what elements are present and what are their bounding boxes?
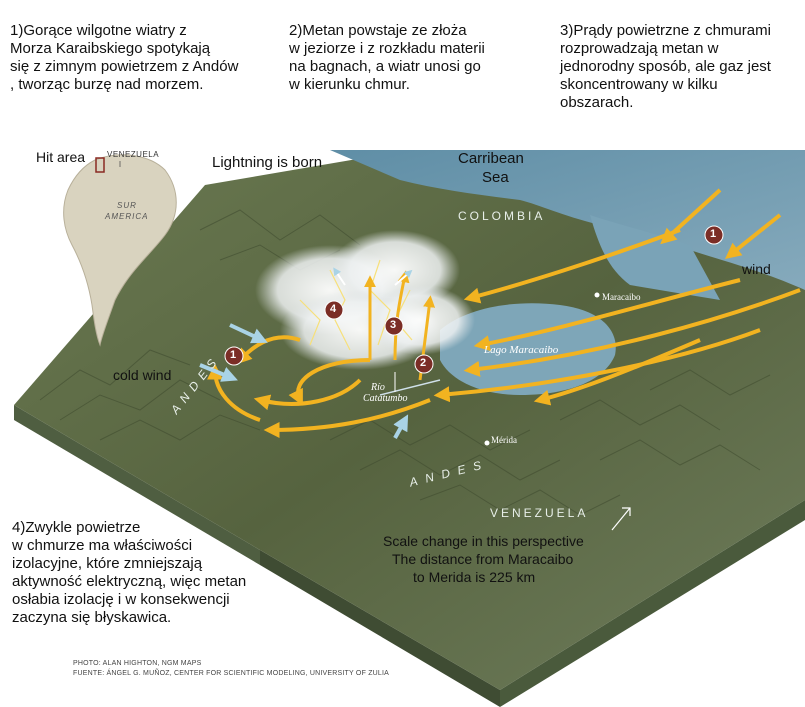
wind-arrows [207, 188, 801, 438]
block-side-front [260, 550, 500, 707]
block-side-left [14, 405, 260, 565]
maracaibo-label: Maracaibo [602, 292, 641, 302]
updraft-2 [393, 270, 410, 361]
carribean-label-1: Carribean [458, 150, 524, 167]
scale-note-2: The distance from Maracaibo [392, 551, 574, 567]
wind-arrow-12 [207, 363, 261, 422]
merida-label: Mérida [491, 435, 517, 445]
wind-arrow-6 [433, 328, 761, 403]
inset-america-label: AMERICA [105, 212, 149, 221]
lago-label: Lago Maracaibo [484, 344, 559, 356]
gulf [590, 215, 720, 300]
cold-arrow-1 [229, 323, 268, 344]
cold-wind-label: cold wind [113, 367, 172, 383]
wind-arrow-3 [463, 228, 681, 304]
rio-label-2: Catatumbo [363, 393, 408, 404]
marker-4 [324, 300, 344, 320]
hit-area-box [95, 157, 105, 173]
wind-arrow-4 [473, 278, 741, 352]
inset-sur-label: SUR [117, 201, 137, 210]
cold-arrow-3 [393, 414, 409, 439]
carribean-label-2: Sea [482, 169, 509, 186]
wind-arrow-10 [253, 378, 362, 411]
lightning-label: Lightning is born [212, 154, 323, 171]
wind-arrow-7 [533, 338, 701, 406]
scale-note-3: to Merida is 225 km [413, 569, 536, 585]
north-arrow [611, 507, 631, 531]
inset-venezuela-label: VENEZUELA [107, 150, 160, 159]
colombia-label: COLOMBIA [458, 209, 546, 223]
caption-4: 4)Zwykle powietrze w chmurze ma właściwo… [12, 519, 247, 626]
maracaibo-dot [594, 292, 600, 298]
markers [224, 225, 724, 374]
caribbean-sea [330, 150, 805, 290]
marker-1-sea [704, 225, 724, 245]
marker-number-4: 4 [330, 303, 337, 315]
cold-wind-arrows [199, 323, 409, 439]
wind-arrow-8 [263, 398, 431, 438]
block-side-right [500, 500, 805, 707]
wind-arrow-9 [288, 358, 371, 406]
marker-number-1-andes: 1 [230, 349, 237, 361]
hit-area-label: Hit area [36, 149, 86, 165]
cold-arrow-2 [199, 363, 238, 382]
south-america-inset [63, 154, 177, 347]
venezuela-label: VENEZUELA [490, 506, 589, 520]
marker-1-andes [224, 346, 244, 366]
lightning-bolts [299, 259, 413, 351]
wind-arrow-2 [725, 213, 782, 259]
wind-arrow-5 [463, 288, 801, 377]
source-credit: FUENTE: ÁNGEL G. MUÑOZ, CENTER FOR SCIEN… [73, 670, 390, 677]
marker-number-2: 2 [420, 357, 427, 369]
scale-note-1: Scale change in this perspective [383, 533, 584, 549]
caption-2: 2)Metan powstaje ze złoża w jeziorze i z… [289, 22, 485, 93]
merida-dot [484, 440, 490, 446]
marker-number-3: 3 [390, 319, 397, 331]
marker-3 [384, 316, 404, 336]
photo-credit: PHOTO: ALAN HIGHTON, NGM MAPS [73, 660, 202, 667]
caption-3: 3)Prądy powietrzne z chmurami rozprowadz… [560, 22, 771, 111]
south-america-shape [63, 154, 177, 347]
caption-1: 1)Gorące wilgotne wiatry z Morza Karaibs… [10, 22, 239, 93]
cloud-top-arrows [333, 267, 413, 286]
marker-2 [414, 354, 434, 374]
land-surface [14, 150, 805, 690]
rio-catatumbo-river [379, 379, 441, 396]
wind-label: wind [742, 261, 771, 277]
marker-number-1-sea: 1 [710, 228, 717, 240]
rio-label-1: Río [371, 382, 385, 393]
